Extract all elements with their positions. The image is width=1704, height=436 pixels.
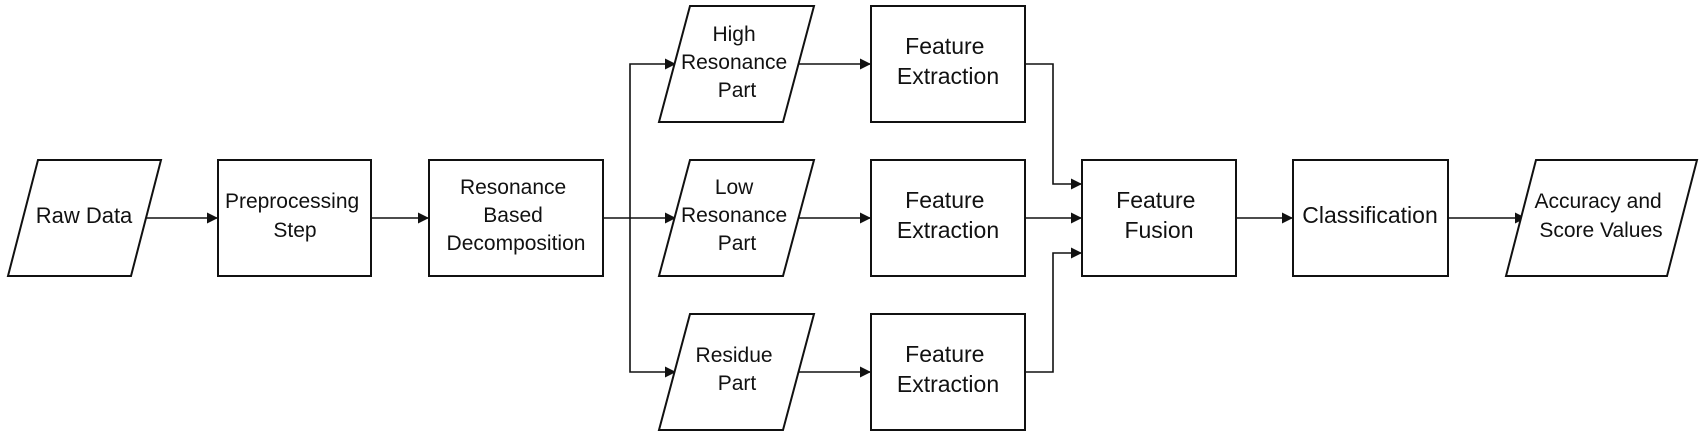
edge-feature-extraction-1-to-fusion (1025, 63, 1082, 190)
accuracy-label-line-2: Score Values (1539, 219, 1662, 242)
residue-label: Residue Part (696, 344, 779, 395)
feature-extraction-1-label: Feature Extraction (897, 33, 999, 89)
feature-extraction-3-shape (870, 313, 1026, 431)
classification-shape (1292, 159, 1449, 277)
residue-label-line-2: Part (718, 372, 757, 395)
accuracy-label: Accuracy and Score Values (1534, 190, 1667, 242)
preprocessing-step-shape (217, 159, 372, 277)
feature-extraction-1-label-line-2: Extraction (897, 63, 999, 89)
feature-extraction-3-label-line-2: Extraction (897, 371, 999, 397)
feature-extraction-2-label-line-1: Feature (905, 187, 984, 213)
raw-data-label: Raw Data (36, 203, 133, 228)
accuracy-label-line-1: Accuracy and (1534, 190, 1661, 213)
edge-decomposition-to-residue (629, 218, 676, 378)
accuracy-shape (1504, 159, 1699, 277)
classification-label: Classification (1302, 202, 1438, 228)
residue-label-line-1: Residue (696, 344, 773, 367)
feature-extraction-3-label-line-1: Feature (905, 341, 984, 367)
high-resonance-label-line-2: Resonance (681, 51, 787, 74)
edges (145, 58, 1526, 378)
node-feature-fusion: Feature Fusion (1081, 159, 1237, 277)
node-high-resonance-part: High Resonance Part (657, 5, 816, 123)
edge-feature-extraction-3-to-fusion (1025, 247, 1082, 373)
node-residue-part: Residue Part (657, 313, 816, 431)
feature-extraction-1-shape (870, 5, 1026, 123)
raw-data-shape (6, 159, 163, 277)
node-feature-extraction-3: Feature Extraction (870, 313, 1026, 431)
node-low-resonance-part: Low Resonance Part (657, 159, 816, 277)
decomposition-label: Resonance Based Decomposition (447, 176, 586, 255)
preprocessing-step-label-line-1: Preprocessing (225, 190, 359, 213)
residue-shape (657, 313, 816, 431)
high-resonance-label: High Resonance Part (681, 23, 793, 102)
low-resonance-label: Low Resonance Part (681, 176, 793, 255)
preprocessing-step-label: Preprocessing Step (225, 190, 365, 242)
high-resonance-label-line-1: High (712, 23, 755, 46)
feature-extraction-1-label-line-1: Feature (905, 33, 984, 59)
low-resonance-shape (657, 159, 816, 277)
raw-data-label-line-1: Raw Data (36, 203, 133, 228)
feature-fusion-label: Feature Fusion (1116, 187, 1202, 243)
node-classification: Classification (1292, 159, 1449, 277)
feature-extraction-2-label: Feature Extraction (897, 187, 999, 243)
node-feature-extraction-2: Feature Extraction (870, 159, 1026, 277)
feature-fusion-label-line-1: Feature (1116, 187, 1195, 213)
node-preprocessing-step: Preprocessing Step (217, 159, 372, 277)
high-resonance-shape (657, 5, 816, 123)
classification-label-line-1: Classification (1302, 202, 1438, 228)
preprocessing-step-label-line-2: Step (273, 219, 316, 242)
feature-fusion-label-line-2: Fusion (1124, 217, 1193, 243)
node-resonance-based-decomposition: Resonance Based Decomposition (428, 159, 604, 277)
node-raw-data: Raw Data (6, 159, 163, 277)
node-feature-extraction-1: Feature Extraction (870, 5, 1026, 123)
low-resonance-label-line-2: Resonance (681, 204, 787, 227)
decomposition-shape (428, 159, 604, 277)
high-resonance-label-line-3: Part (718, 79, 757, 102)
decomposition-label-line-1: Resonance (460, 176, 566, 199)
low-resonance-label-line-3: Part (718, 232, 757, 255)
node-accuracy-and-score-values: Accuracy and Score Values (1504, 159, 1699, 277)
nodes: Raw Data Preprocessing Step Resonance Ba… (6, 5, 1699, 431)
feature-extraction-2-shape (870, 159, 1026, 277)
low-resonance-label-line-1: Low (715, 176, 754, 199)
edge-decomposition-to-high-resonance (603, 58, 676, 219)
decomposition-label-line-2: Based (483, 204, 543, 227)
feature-fusion-shape (1081, 159, 1237, 277)
feature-extraction-3-label: Feature Extraction (897, 341, 999, 397)
decomposition-label-line-3: Decomposition (447, 232, 586, 255)
feature-extraction-2-label-line-2: Extraction (897, 217, 999, 243)
